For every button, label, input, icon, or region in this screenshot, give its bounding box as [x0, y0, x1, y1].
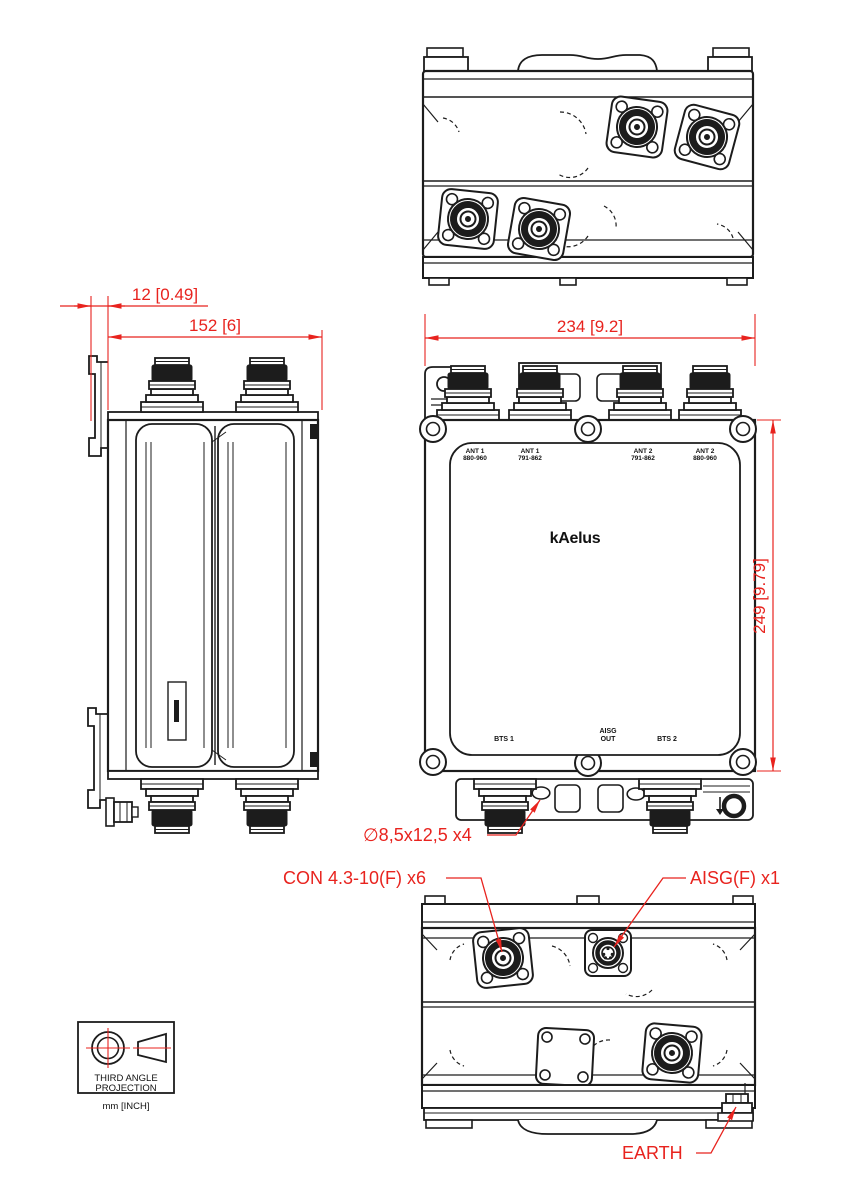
dim-height: 249 [9.79]	[750, 420, 776, 771]
callout-text-rf-connectors: CON 4.3-10(F) x6	[283, 868, 426, 888]
earth-arrow-glyph	[716, 809, 724, 815]
bottom-view	[420, 895, 757, 1135]
callout-text-earth: EARTH	[622, 1143, 683, 1163]
kaelus-logo: kAelus	[550, 530, 601, 547]
ant1-791-band: 791-862	[518, 455, 542, 462]
callout-text-mounting-slots: ∅8,5x12,5 x4	[363, 825, 472, 845]
side-view-connector-top	[235, 357, 299, 413]
ant2-791-label: ANT 2	[634, 448, 653, 455]
bracket-bolt	[105, 797, 115, 827]
side-view-connector-bottom	[235, 778, 299, 834]
side-view	[87, 355, 320, 834]
projection-text-2: PROJECTION	[95, 1083, 156, 1094]
ant1-791-label: ANT 1	[521, 448, 540, 455]
bottom-view-connector-aisg	[585, 930, 631, 976]
front-view: ANT 1 880-960 ANT 1 791-862 ANT 2 791-86…	[419, 362, 757, 834]
top-view-connector-ant	[437, 188, 499, 250]
front-connector-bts1	[473, 778, 537, 834]
dim-text-bracket-offset: 12 [0.49]	[132, 285, 198, 304]
bottom-view-blank-flange	[534, 1026, 596, 1088]
dim-text-width: 234 [9.2]	[557, 317, 623, 336]
top-view-connector-ant	[605, 95, 668, 158]
bts1-label: BTS 1	[494, 736, 514, 743]
dim-width: 234 [9.2]	[425, 317, 755, 341]
ant2-791-band: 791-862	[631, 455, 655, 462]
dim-depth: 152 [6]	[108, 316, 322, 340]
dimension-annotations: 12 [0.49] 152 [6] 234 [9.2] 249 [9.79] ∅…	[60, 285, 781, 1163]
aisg-out-label-1: AISG	[599, 728, 617, 735]
callout-text-aisg-connector: AISG(F) x1	[690, 868, 780, 888]
callout-aisg-connector: AISG(F) x1	[613, 868, 780, 948]
bts-port-labels: BTS 1 AISG OUT BTS 2	[494, 728, 677, 743]
dim-text-height: 249 [9.79]	[750, 558, 769, 634]
side-view-connector-top	[140, 357, 204, 413]
bottom-view-connector-rf	[472, 927, 534, 989]
units-note: mm [INCH]	[103, 1101, 150, 1112]
callout-mounting-slots: ∅8,5x12,5 x4	[363, 799, 541, 845]
ant1-880-label: ANT 1	[466, 448, 485, 455]
projection-symbol: THIRD ANGLE PROJECTION mm [INCH]	[77, 1021, 175, 1112]
top-view-connector-ant	[507, 197, 572, 262]
bottom-view-connector-rf	[642, 1023, 703, 1084]
ant1-880-band: 880-960	[463, 455, 487, 462]
ant2-880-label: ANT 2	[696, 448, 715, 455]
mounting-bracket-bottom	[87, 707, 108, 809]
callout-earth: EARTH	[622, 1106, 737, 1163]
aisg-out-label-2: OUT	[601, 736, 617, 743]
projection-text-1: THIRD ANGLE	[94, 1073, 157, 1084]
screw-bosses	[419, 415, 757, 777]
top-view	[421, 47, 755, 286]
front-connector-bts2	[638, 778, 702, 834]
side-view-connector-bottom	[140, 778, 204, 834]
dim-bracket-offset: 12 [0.49]	[60, 285, 208, 309]
mounting-slot	[531, 786, 551, 800]
front-connector-ant2-880	[678, 365, 742, 421]
bts2-label: BTS 2	[657, 736, 677, 743]
callout-rf-connectors: CON 4.3-10(F) x6	[283, 868, 503, 953]
front-panel-face	[449, 442, 741, 756]
ant2-880-band: 880-960	[693, 455, 717, 462]
dim-text-depth: 152 [6]	[189, 316, 241, 335]
mounting-bracket-top	[88, 355, 108, 457]
ant-port-labels: ANT 1 880-960 ANT 1 791-862 ANT 2 791-86…	[463, 448, 717, 462]
earth-boss	[721, 793, 747, 819]
